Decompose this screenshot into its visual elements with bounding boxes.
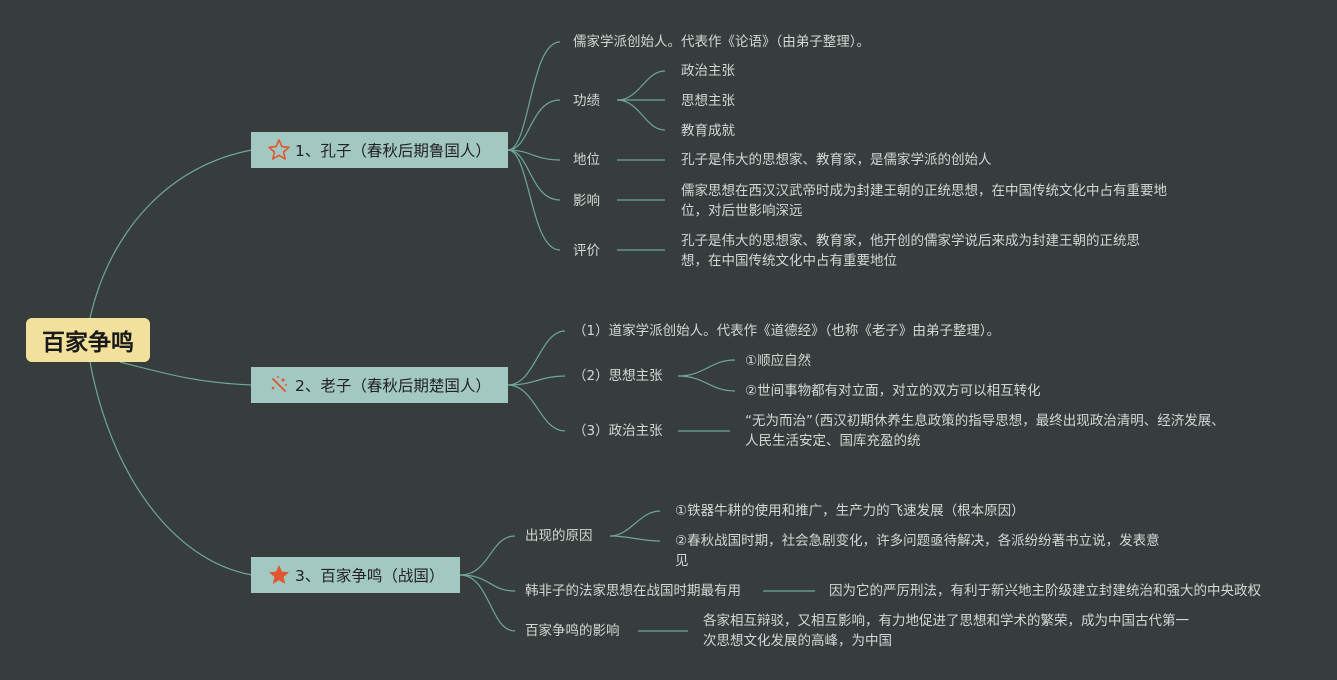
topic-legalism-text[interactable]: 因为它的严厉刑法，有利于新兴地主阶级建立封建统治和强大的中央政权	[829, 583, 1261, 599]
topic-legalism[interactable]: 韩非子的法家思想在战国时期最有用	[525, 583, 741, 599]
topic-impact-text[interactable]: 各家相互辩驳，又相互影响，有力地促进了思想和学术的繁荣，成为中国古代第一次思想文…	[703, 613, 1189, 649]
topic-political-view[interactable]: 政治主张	[681, 63, 735, 79]
topic-influence[interactable]: 影响	[573, 193, 600, 209]
topic-influence-text[interactable]: 儒家思想在西汉汉武帝时成为封建王朝的正统思想，在中国传统文化中占有重要地位，对后…	[681, 183, 1167, 219]
branch-laozi[interactable]: 2、老子（春秋后期楚国人）	[251, 367, 508, 403]
laozi-politics[interactable]: （3）政治主张	[573, 423, 663, 439]
topic-status-text[interactable]: 孔子是伟大的思想家、教育家，是儒家学派的创始人	[681, 152, 992, 168]
confucius-intro[interactable]: 儒家学派创始人。代表作《论语》（由弟子整理）。	[573, 34, 870, 50]
topic-thought-view[interactable]: 思想主张	[681, 93, 735, 109]
cause-1[interactable]: ①铁器牛耕的使用和推广，生产力的飞速发展（根本原因）	[675, 503, 1025, 519]
topic-evaluation[interactable]: 评价	[573, 243, 600, 259]
laozi-thought-1[interactable]: ①顺应自然	[745, 353, 812, 369]
topic-impact[interactable]: 百家争鸣的影响	[525, 623, 620, 639]
branch-confucius[interactable]: 1、孔子（春秋后期鲁国人）	[251, 132, 508, 168]
star-outline-icon	[267, 138, 291, 162]
branch-label: 3、百家争鸣（战国）	[295, 567, 445, 585]
topic-causes[interactable]: 出现的原因	[525, 528, 593, 544]
topic-evaluation-text[interactable]: 孔子是伟大的思想家、教育家，他开创的儒家学说后来成为封建王朝的正统思想，在中国传…	[681, 233, 1140, 269]
topic-status[interactable]: 地位	[573, 152, 600, 168]
laozi-politics-text[interactable]: “无为而治”（西汉初期休养生息政策的指导思想，最终出现政治清明、经济发展、人民生…	[745, 413, 1225, 449]
branch-label: 1、孔子（春秋后期鲁国人）	[295, 142, 491, 160]
laozi-thought-2[interactable]: ②世间事物都有对立面，对立的双方可以相互转化	[745, 383, 1041, 399]
cause-2[interactable]: ②春秋战国时期，社会急剧变化，许多问题亟待解决，各派纷纷著书立说，发表意见	[675, 533, 1160, 569]
laozi-thought[interactable]: （2）思想主张	[573, 368, 663, 384]
topic-education[interactable]: 教育成就	[681, 123, 735, 139]
branch-hundred-schools[interactable]: 3、百家争鸣（战国）	[251, 557, 460, 593]
laozi-intro[interactable]: （1）道家学派创始人。代表作《道德经》（也称《老子》由弟子整理）。	[573, 323, 1001, 339]
topic-achievements[interactable]: 功绩	[573, 93, 600, 109]
sparkle-icon	[267, 373, 291, 397]
branch-label: 2、老子（春秋后期楚国人）	[295, 377, 491, 395]
root-topic[interactable]: 百家争鸣	[26, 318, 150, 362]
star-filled-icon	[267, 563, 291, 587]
